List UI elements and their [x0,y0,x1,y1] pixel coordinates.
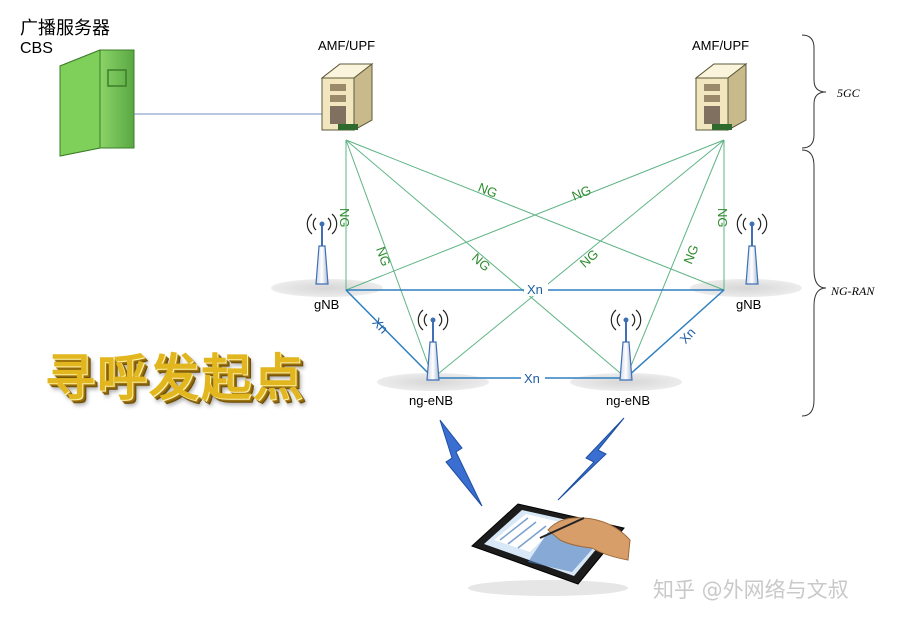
ng-label-4: NG [476,180,500,201]
xn-link-gnbr-enbr [625,289,725,379]
xn-link-gnbl-enbl [345,289,434,379]
ng-link-amfr-enbr [625,139,725,379]
ng-label-5: NG [570,182,594,203]
cbs-server-icon [59,49,135,157]
amf-upf-left-label: AMF/UPF [318,38,376,53]
paging-origin-title: 寻呼发起点 [45,349,305,407]
ng-link-amfl-enbr [345,139,627,379]
gnb-left-base-shadow [271,279,383,297]
gnb-right-antenna-icon [736,213,768,285]
enb-right-antenna-icon [610,309,642,381]
cbs-title: 广播服务器 [20,18,110,39]
enb-left-label: ng-eNB [409,393,454,408]
gnb-left-label: gNB [314,297,340,312]
lightning-left-icon [439,419,483,507]
amf-upf-right-icon [694,62,748,131]
ng-label-8: NG [715,208,730,228]
xn-label-right: Xn [677,325,699,347]
amf-upf-right-label: AMF/UPF [692,38,750,53]
watermark: 知乎 @外网络与文叔 [653,578,849,602]
brace-5gc-label: 5GC [837,86,860,100]
ng-label-2: NG [373,245,394,268]
ng-label-3: NG [469,250,494,274]
ng-link-amfl-enbl [345,139,434,379]
enb-left-antenna-icon [417,309,449,381]
ng-label-1: NG [337,208,352,228]
brace-5gc [801,34,827,149]
enb-right-label: ng-eNB [606,393,651,408]
xn-label-bottom: Xn [524,371,540,386]
ng-links [345,139,725,379]
tablet-device-icon [468,503,631,596]
xn-label-top: Xn [527,282,543,297]
xn-links [345,289,725,379]
ng-link-amfr-enbl [432,139,725,379]
ng-label-6: NG [577,246,602,270]
gnb-right-label: gNB [736,297,762,312]
hand-icon [547,517,631,561]
cbs-subtitle: CBS [20,40,53,57]
gnb-left-antenna-icon [306,213,338,285]
gnb-right-base-shadow [690,279,802,297]
ng-label-7: NG [680,242,701,266]
brace-ng-ran-label: NG-RAN [831,284,875,298]
amf-upf-left-icon [320,62,374,131]
brace-ng-ran [801,149,827,417]
lightning-right-icon [557,417,625,501]
ng-link-amfr-gnbl [345,139,725,291]
